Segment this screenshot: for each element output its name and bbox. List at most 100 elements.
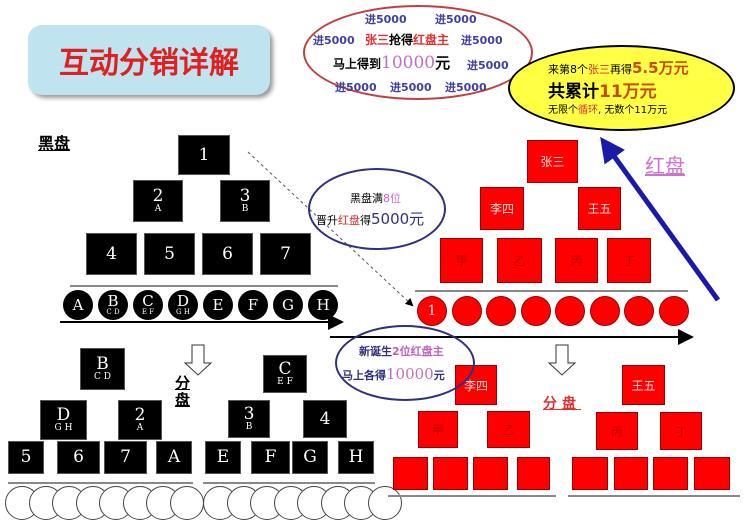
- divider: [70, 285, 338, 287]
- red-circle: [589, 296, 620, 326]
- top-line1: 张三抢得红盘主: [365, 33, 450, 47]
- box-label: B: [96, 353, 109, 374]
- black-box: 4: [86, 233, 137, 275]
- in-text: 进5000: [435, 13, 477, 26]
- black-box: 7: [104, 441, 147, 474]
- box-sub: B: [245, 422, 253, 433]
- low-line1: 新诞生2位红盘主: [359, 345, 444, 358]
- divider: [388, 495, 556, 497]
- low-line2: 马上各得10000元: [342, 365, 445, 383]
- black-circle: G: [273, 290, 303, 320]
- cycle-arrow: [600, 136, 721, 302]
- red-box: 丁: [607, 238, 651, 283]
- red-box: 丁: [660, 412, 702, 450]
- red-circle: [624, 296, 654, 326]
- red-label: 红盘: [645, 154, 685, 178]
- red-box: 王五: [578, 187, 621, 230]
- box-sub: E F: [277, 377, 293, 388]
- red-box: [433, 457, 468, 490]
- in-text: 进5000: [445, 81, 487, 94]
- red-circle: [658, 296, 689, 326]
- red-box: 乙: [487, 411, 530, 448]
- bubble-yellow: 来第8个张三再得5.5万元 共累计11万元 无限个循环, 无数个11万元: [508, 45, 735, 131]
- red-box: 甲: [418, 411, 458, 448]
- black-box: H: [338, 441, 374, 474]
- bubble-promotion: 黑盘满8位 晋升红盘得5000元: [308, 168, 446, 250]
- bubble-new-owners: 新诞生2位红盘主 马上各得10000元: [335, 325, 475, 401]
- in-text: 进5000: [335, 81, 377, 94]
- red-circle: [486, 296, 516, 326]
- red-box: 张三: [527, 140, 578, 183]
- red-box: [473, 457, 508, 490]
- box-label: C: [278, 358, 292, 379]
- yellow-line3: 无限个循环, 无数个11万元: [548, 105, 668, 116]
- yellow-line1: 来第8个张三再得5.5万元: [548, 59, 689, 77]
- box-label: D: [56, 404, 71, 425]
- empty-circle: [367, 486, 402, 520]
- split-label-red: 分盘: [543, 396, 581, 412]
- red-box: 甲: [440, 238, 483, 283]
- red-circle: [555, 296, 585, 326]
- black-box: 6: [57, 441, 100, 474]
- red-circle: [520, 296, 551, 326]
- red-box: 乙: [497, 238, 542, 283]
- box-label: 4: [319, 408, 331, 429]
- red-circle: 1: [417, 296, 447, 326]
- red-box: [694, 457, 730, 490]
- red-box: 丙: [596, 412, 638, 450]
- split-label-black: 分盘: [175, 374, 191, 409]
- box-sub: C D: [94, 372, 111, 383]
- black-box: A: [156, 441, 192, 474]
- black-box: 7: [260, 233, 311, 275]
- divider: [568, 495, 740, 497]
- in-text: 进5000: [365, 13, 407, 26]
- box-label: 1: [198, 144, 210, 165]
- box-label: 2: [134, 404, 146, 425]
- red-box: [572, 457, 608, 490]
- bubble-top: 进5000 进5000 进5000 进5000 进5000 进5000 进500…: [303, 5, 533, 100]
- box-sub: A: [154, 204, 162, 215]
- divider: [8, 482, 193, 484]
- red-circle: [451, 296, 482, 326]
- box-sub: G H: [54, 423, 73, 434]
- red-box: 丙: [555, 238, 598, 283]
- box-sub: B: [241, 204, 249, 215]
- in-text: 进5000: [461, 34, 503, 47]
- split-arrow-icon: [547, 344, 577, 376]
- red-box: 李四: [480, 187, 524, 230]
- red-box: [517, 457, 550, 490]
- yellow-line2: 共累计11万元: [548, 82, 657, 102]
- connector-lines: [60, 136, 721, 376]
- black-box: E: [205, 441, 241, 474]
- split-arrow-icon: [183, 344, 213, 376]
- red-box: [393, 457, 428, 490]
- black-circle: F: [238, 290, 268, 320]
- black-box: 5: [8, 441, 44, 474]
- black-circle: H: [308, 290, 338, 320]
- divider: [203, 482, 375, 484]
- page-title: 互动分销详解: [28, 25, 270, 95]
- black-circle: E: [203, 290, 233, 320]
- red-box: [614, 457, 648, 490]
- box-label: 2: [152, 185, 164, 206]
- empty-circle: [169, 486, 204, 520]
- divider: [415, 290, 688, 292]
- black-box: 4: [303, 400, 347, 438]
- black-label: 黑盘: [38, 134, 71, 153]
- black-circle: A: [63, 290, 93, 320]
- black-box: F: [251, 441, 290, 474]
- box-label: 3: [239, 185, 251, 206]
- black-box: 1: [178, 135, 230, 175]
- mid-line1: 黑盘满8位: [350, 192, 401, 205]
- promotion-dashed-arrow: [247, 151, 414, 307]
- mid-line2: 晋升红盘得5000元: [316, 210, 425, 228]
